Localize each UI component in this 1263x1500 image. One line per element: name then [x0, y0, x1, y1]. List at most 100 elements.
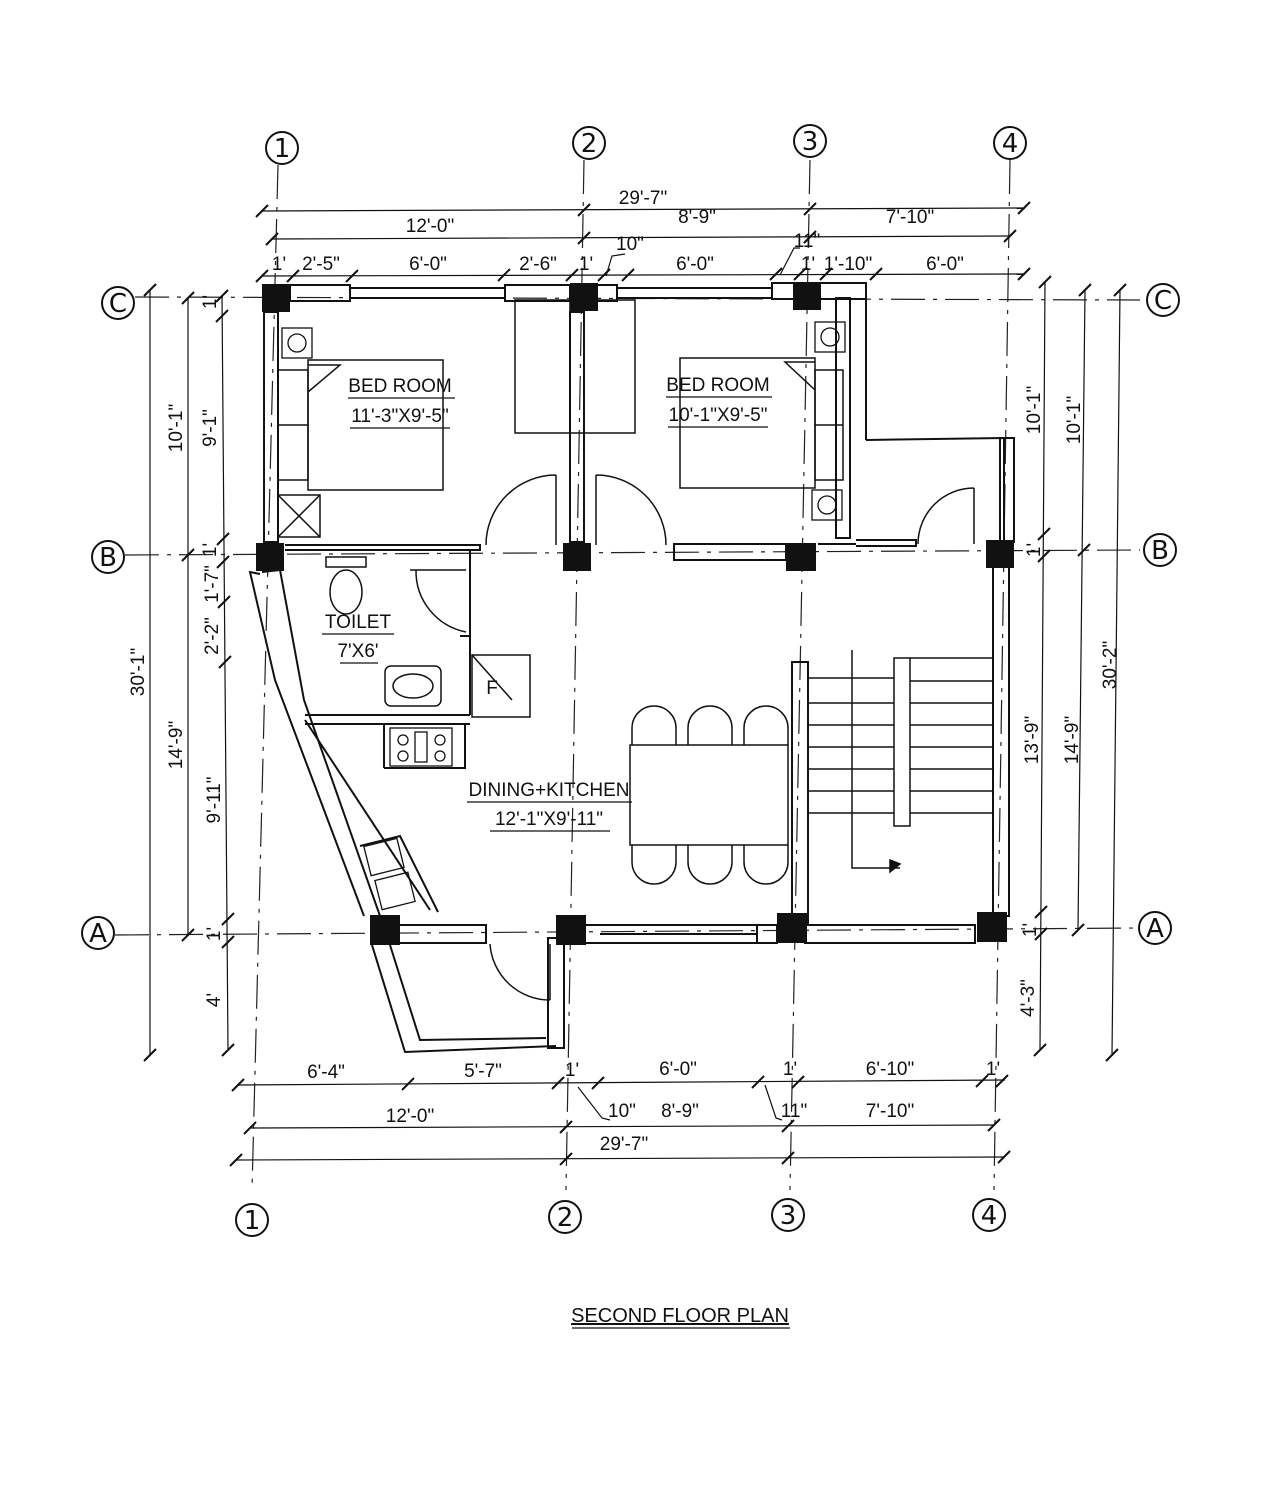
lamp-icons: [281, 321, 846, 521]
dim-left-1-bot: 1': [204, 927, 225, 941]
dim-bottom-6-10: 6'-10": [866, 1059, 914, 1080]
dim-bottom-bay3: 7'-10": [866, 1101, 914, 1122]
grid-lines: [114, 159, 1141, 1191]
room-name-toilet: TOILET: [325, 612, 392, 633]
dim-bottom-1c: 1': [986, 1059, 1000, 1080]
room-name-bedroom-1: BED ROOM: [348, 376, 451, 397]
grid-label-4-bottom: 4: [981, 1201, 998, 1231]
grid-label-b-left: B: [99, 543, 117, 573]
wash-basin-icon: [384, 665, 442, 707]
grid-label-3-bottom: 3: [780, 1201, 797, 1231]
fridge: [471, 654, 531, 718]
dim-bottom-5-7: 5'-7": [464, 1061, 502, 1082]
dim-top-6-0c: 6'-0": [926, 254, 964, 275]
wc-icon: [325, 556, 367, 615]
dim-right-4-3: 4'-3": [1018, 979, 1039, 1017]
dim-right-overall: 30'-2": [1100, 641, 1121, 689]
grid-bubble-3-bottom: [771, 1198, 805, 1232]
dim-right-10-1: 10'-1": [1024, 386, 1045, 434]
dim-left-lower: 14'-9": [166, 721, 187, 769]
stove-icon: [389, 727, 453, 767]
dim-top-11in: 11": [794, 231, 820, 252]
dim-bottom-bay2: 8'-9": [661, 1101, 699, 1122]
grid-bubble-c-right: [1146, 283, 1180, 317]
leader-lines: [577, 247, 800, 1121]
room-size-bedroom-1: 11'-3"X9'-5": [351, 406, 449, 427]
grid-bubble-4-top: [993, 126, 1027, 160]
dim-top-1-10: 1'-10": [824, 254, 872, 275]
staircase: [808, 650, 993, 874]
grid-label-3-top: 3: [802, 127, 819, 157]
dim-left-overall: 30'-1": [128, 648, 149, 696]
wardrobe: [514, 299, 636, 434]
dim-top-1b: 1': [579, 254, 593, 275]
dim-top-1a: 1': [272, 254, 286, 275]
dim-top-6-0a: 6'-0": [409, 254, 447, 275]
dim-left-upper: 10'-1": [166, 404, 187, 452]
dim-top-1c: 1': [801, 254, 815, 275]
dim-bottom-overall: 29'-7": [600, 1134, 648, 1155]
dim-left-1-7: 1'-7": [202, 565, 223, 603]
grid-label-1-bottom: 1: [244, 1206, 261, 1236]
grid-bubble-1-top: [265, 131, 299, 165]
dim-left-4: 4': [204, 993, 225, 1007]
dim-bottom-11in: 11": [781, 1101, 807, 1122]
bed-2: [679, 357, 844, 489]
dim-top-bay2: 8'-9": [678, 207, 716, 228]
grid-bubble-a-left: [81, 916, 115, 950]
grid-bubbles: [81, 124, 1180, 1237]
dim-bottom-10in: 10": [608, 1101, 636, 1122]
grid-label-2-top: 2: [581, 129, 598, 159]
room-size-toilet: 7'X6': [337, 641, 378, 662]
room-size-bedroom-2: 10'-1"X9'-5": [669, 405, 768, 426]
room-size-dining-kitchen: 12'-1"X9'-11": [495, 809, 603, 830]
bed-1: [277, 359, 444, 491]
grid-bubble-b-left: [91, 540, 125, 574]
kitchen-sink-icon: [363, 837, 416, 911]
columns: [256, 282, 1014, 945]
grid-label-a-left: A: [89, 919, 107, 949]
dim-top-bay1: 12'-0": [406, 216, 454, 237]
drawing-title: SECOND FLOOR PLAN: [571, 1305, 789, 1327]
grid-label-b-right: B: [1151, 536, 1169, 566]
dim-left-1-mid: 1': [200, 543, 221, 557]
dim-bottom-bay1: 12'-0": [386, 1106, 434, 1127]
dim-top-overall: 29'-7": [619, 188, 667, 209]
dim-bottom-6-0: 6'-0": [659, 1059, 697, 1080]
dim-left-2-2: 2'-2": [202, 617, 223, 655]
dim-top-2-5: 2'-5": [302, 254, 340, 275]
dim-top-6-0b: 6'-0": [676, 254, 714, 275]
dining-chairs: [631, 705, 789, 885]
grid-label-c-left: C: [109, 289, 127, 319]
shaft-icon: [277, 494, 321, 538]
doors: [410, 474, 975, 1001]
room-name-bedroom-2: BED ROOM: [666, 375, 769, 396]
dim-left-9-1: 9'-1": [200, 409, 221, 447]
grid-bubble-2-top: [572, 126, 606, 160]
fridge-label: F: [486, 678, 498, 699]
dim-bottom-6-4: 6'-4": [307, 1062, 345, 1083]
room-name-dining-kitchen: DINING+KITCHEN: [469, 780, 630, 801]
dim-top-2-6: 2'-6": [519, 254, 557, 275]
dim-top-bay3: 7'-10": [886, 207, 934, 228]
dim-bottom-1b: 1': [783, 1059, 797, 1080]
dim-right-13-9: 13'-9": [1022, 716, 1043, 764]
grid-label-4-top: 4: [1002, 129, 1019, 159]
grid-label-a-right: A: [1146, 914, 1164, 944]
dim-right-upper: 10'-1": [1064, 396, 1085, 444]
grid-bubble-a-right: [1138, 911, 1172, 945]
dim-left-1-top: 1': [200, 295, 221, 309]
dim-right-lower: 14'-9": [1062, 716, 1083, 764]
label-underlines: [322, 396, 772, 832]
grid-bubble-2-bottom: [548, 1200, 582, 1234]
grid-bubble-4-bottom: [972, 1198, 1006, 1232]
dim-left-9-11: 9'-11": [204, 777, 225, 824]
dim-right-1-bot: 1': [1020, 923, 1041, 937]
dim-bottom-1a: 1': [565, 1060, 579, 1081]
grid-bubble-c-left: [101, 286, 135, 320]
dimension-lines: [149, 207, 1121, 1161]
grid-label-2-bottom: 2: [557, 1203, 574, 1233]
grid-bubble-1-bottom: [235, 1203, 269, 1237]
dim-top-10in: 10": [616, 234, 644, 255]
